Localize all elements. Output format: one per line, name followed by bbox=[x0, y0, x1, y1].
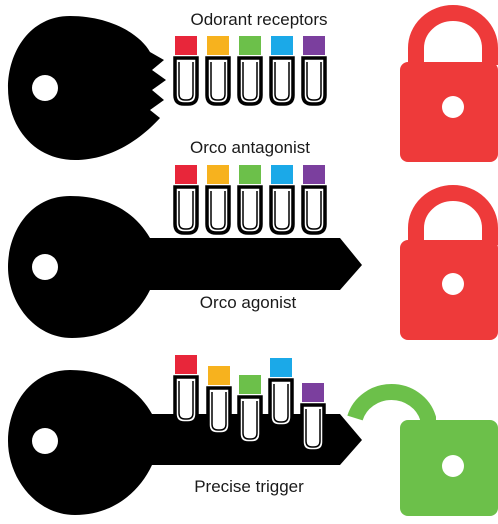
receptor-cap bbox=[271, 165, 293, 184]
receptor-cap bbox=[303, 165, 325, 184]
lock-keyhole bbox=[442, 273, 464, 295]
receptor-3 bbox=[237, 165, 263, 235]
receptor-cap bbox=[239, 165, 261, 184]
receptor-tube-inner bbox=[178, 62, 194, 101]
receptor-tube bbox=[173, 185, 199, 235]
lock-open-precise bbox=[347, 384, 498, 516]
receptor-tube bbox=[301, 185, 327, 235]
receptor-tube bbox=[268, 378, 294, 428]
receptor-cap bbox=[208, 366, 230, 385]
receptor-cap bbox=[175, 36, 197, 55]
lock-closed-antagonist bbox=[400, 5, 498, 162]
row-antagonist bbox=[8, 5, 498, 162]
receptor-tube-inner bbox=[242, 401, 258, 440]
row-precise bbox=[8, 355, 498, 516]
lock-shackle bbox=[408, 185, 498, 245]
receptor-tube-inner bbox=[273, 384, 289, 423]
receptor-tube bbox=[300, 403, 326, 453]
receptor-tube bbox=[269, 56, 295, 106]
receptor-cap bbox=[270, 358, 292, 377]
receptor-4 bbox=[269, 165, 295, 235]
receptor-tube bbox=[173, 375, 199, 425]
receptor-cap bbox=[207, 36, 229, 55]
receptor-tube-inner bbox=[305, 409, 321, 448]
label-precise-trigger: Precise trigger bbox=[194, 477, 304, 496]
key-hole-antagonist bbox=[32, 75, 58, 101]
receptor-group-precise bbox=[173, 355, 326, 453]
receptor-cap bbox=[239, 36, 261, 55]
receptor-tube-inner bbox=[274, 191, 290, 230]
receptor-tube bbox=[205, 185, 231, 235]
receptor-3 bbox=[237, 36, 263, 106]
receptor-1 bbox=[173, 36, 199, 106]
receptor-2 bbox=[206, 366, 232, 436]
receptor-group-agonist bbox=[173, 165, 327, 235]
receptor-1 bbox=[173, 165, 199, 235]
receptor-5 bbox=[301, 165, 327, 235]
key-hole-agonist bbox=[32, 254, 58, 280]
receptor-tube-inner bbox=[306, 191, 322, 230]
row-agonist bbox=[8, 165, 498, 340]
receptor-4 bbox=[269, 36, 295, 106]
receptor-cap bbox=[302, 383, 324, 402]
lock-keyhole bbox=[442, 455, 464, 477]
receptor-cap bbox=[239, 375, 261, 394]
receptor-2 bbox=[205, 165, 231, 235]
receptor-tube bbox=[237, 185, 263, 235]
receptor-tube bbox=[206, 386, 232, 436]
receptor-tube-inner bbox=[210, 191, 226, 230]
receptor-tube bbox=[173, 56, 199, 106]
receptor-cap bbox=[175, 165, 197, 184]
receptor-tube-inner bbox=[211, 392, 227, 431]
receptor-5 bbox=[301, 36, 327, 106]
receptor-1 bbox=[173, 355, 199, 425]
receptor-tube-inner bbox=[306, 62, 322, 101]
receptor-tube bbox=[237, 395, 263, 445]
receptor-3 bbox=[237, 375, 263, 445]
receptor-cap bbox=[303, 36, 325, 55]
receptor-tube bbox=[301, 56, 327, 106]
receptor-cap bbox=[207, 165, 229, 184]
receptor-4 bbox=[268, 358, 294, 428]
receptor-5 bbox=[300, 383, 326, 453]
key-hole-precise bbox=[32, 428, 58, 454]
receptor-tube-inner bbox=[178, 381, 194, 420]
lock-closed-agonist bbox=[400, 185, 498, 340]
receptor-tube bbox=[205, 56, 231, 106]
receptor-tube bbox=[269, 185, 295, 235]
receptor-tube-inner bbox=[242, 62, 258, 101]
lock-shackle bbox=[408, 5, 498, 65]
receptor-cap bbox=[271, 36, 293, 55]
receptor-group-antagonist bbox=[173, 36, 327, 106]
lock-shackle-open bbox=[347, 384, 436, 432]
label-odorant-receptors: Odorant receptors bbox=[190, 10, 328, 29]
key-precise bbox=[8, 370, 362, 515]
label-orco-agonist: Orco agonist bbox=[199, 293, 297, 312]
key-head-antagonist bbox=[8, 16, 166, 160]
key-agonist bbox=[8, 196, 362, 338]
receptor-tube-inner bbox=[274, 62, 290, 101]
receptor-tube-inner bbox=[210, 62, 226, 101]
receptor-tube-inner bbox=[178, 191, 194, 230]
receptor-2 bbox=[205, 36, 231, 106]
label-orco-antagonist: Orco antagonist bbox=[189, 138, 311, 157]
lock-keyhole bbox=[442, 96, 464, 118]
receptor-tube-inner bbox=[242, 191, 258, 230]
receptor-cap bbox=[175, 355, 197, 374]
receptor-tube bbox=[237, 56, 263, 106]
